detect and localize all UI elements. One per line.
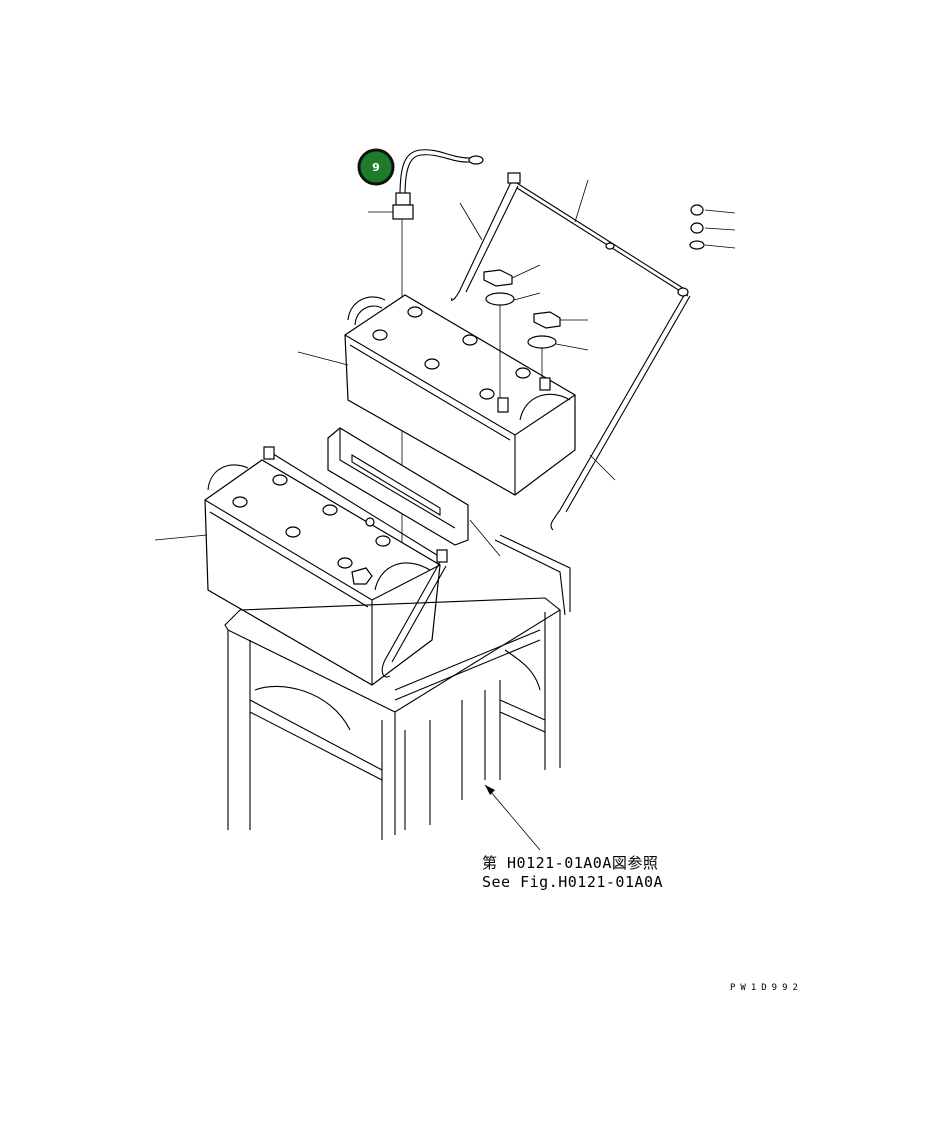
battery-lower <box>154 446 448 686</box>
callout-number: 9 <box>372 161 380 174</box>
drawing-code: PW1D992 <box>730 983 803 993</box>
reference-english: See Fig.H0121-01A0A <box>482 873 663 891</box>
hold-down-frame <box>451 172 691 531</box>
callout-9[interactable]: 9 <box>357 148 395 186</box>
battery-stand <box>224 534 571 851</box>
figure-reference: 第 H0121-01A0A図参照 See Fig.H0121-01A0A <box>482 854 663 891</box>
battery-upper <box>297 294 576 496</box>
reference-japanese: 第 H0121-01A0A図参照 <box>482 854 658 872</box>
hardware-parts <box>483 204 736 398</box>
spacer-plate <box>327 427 501 557</box>
